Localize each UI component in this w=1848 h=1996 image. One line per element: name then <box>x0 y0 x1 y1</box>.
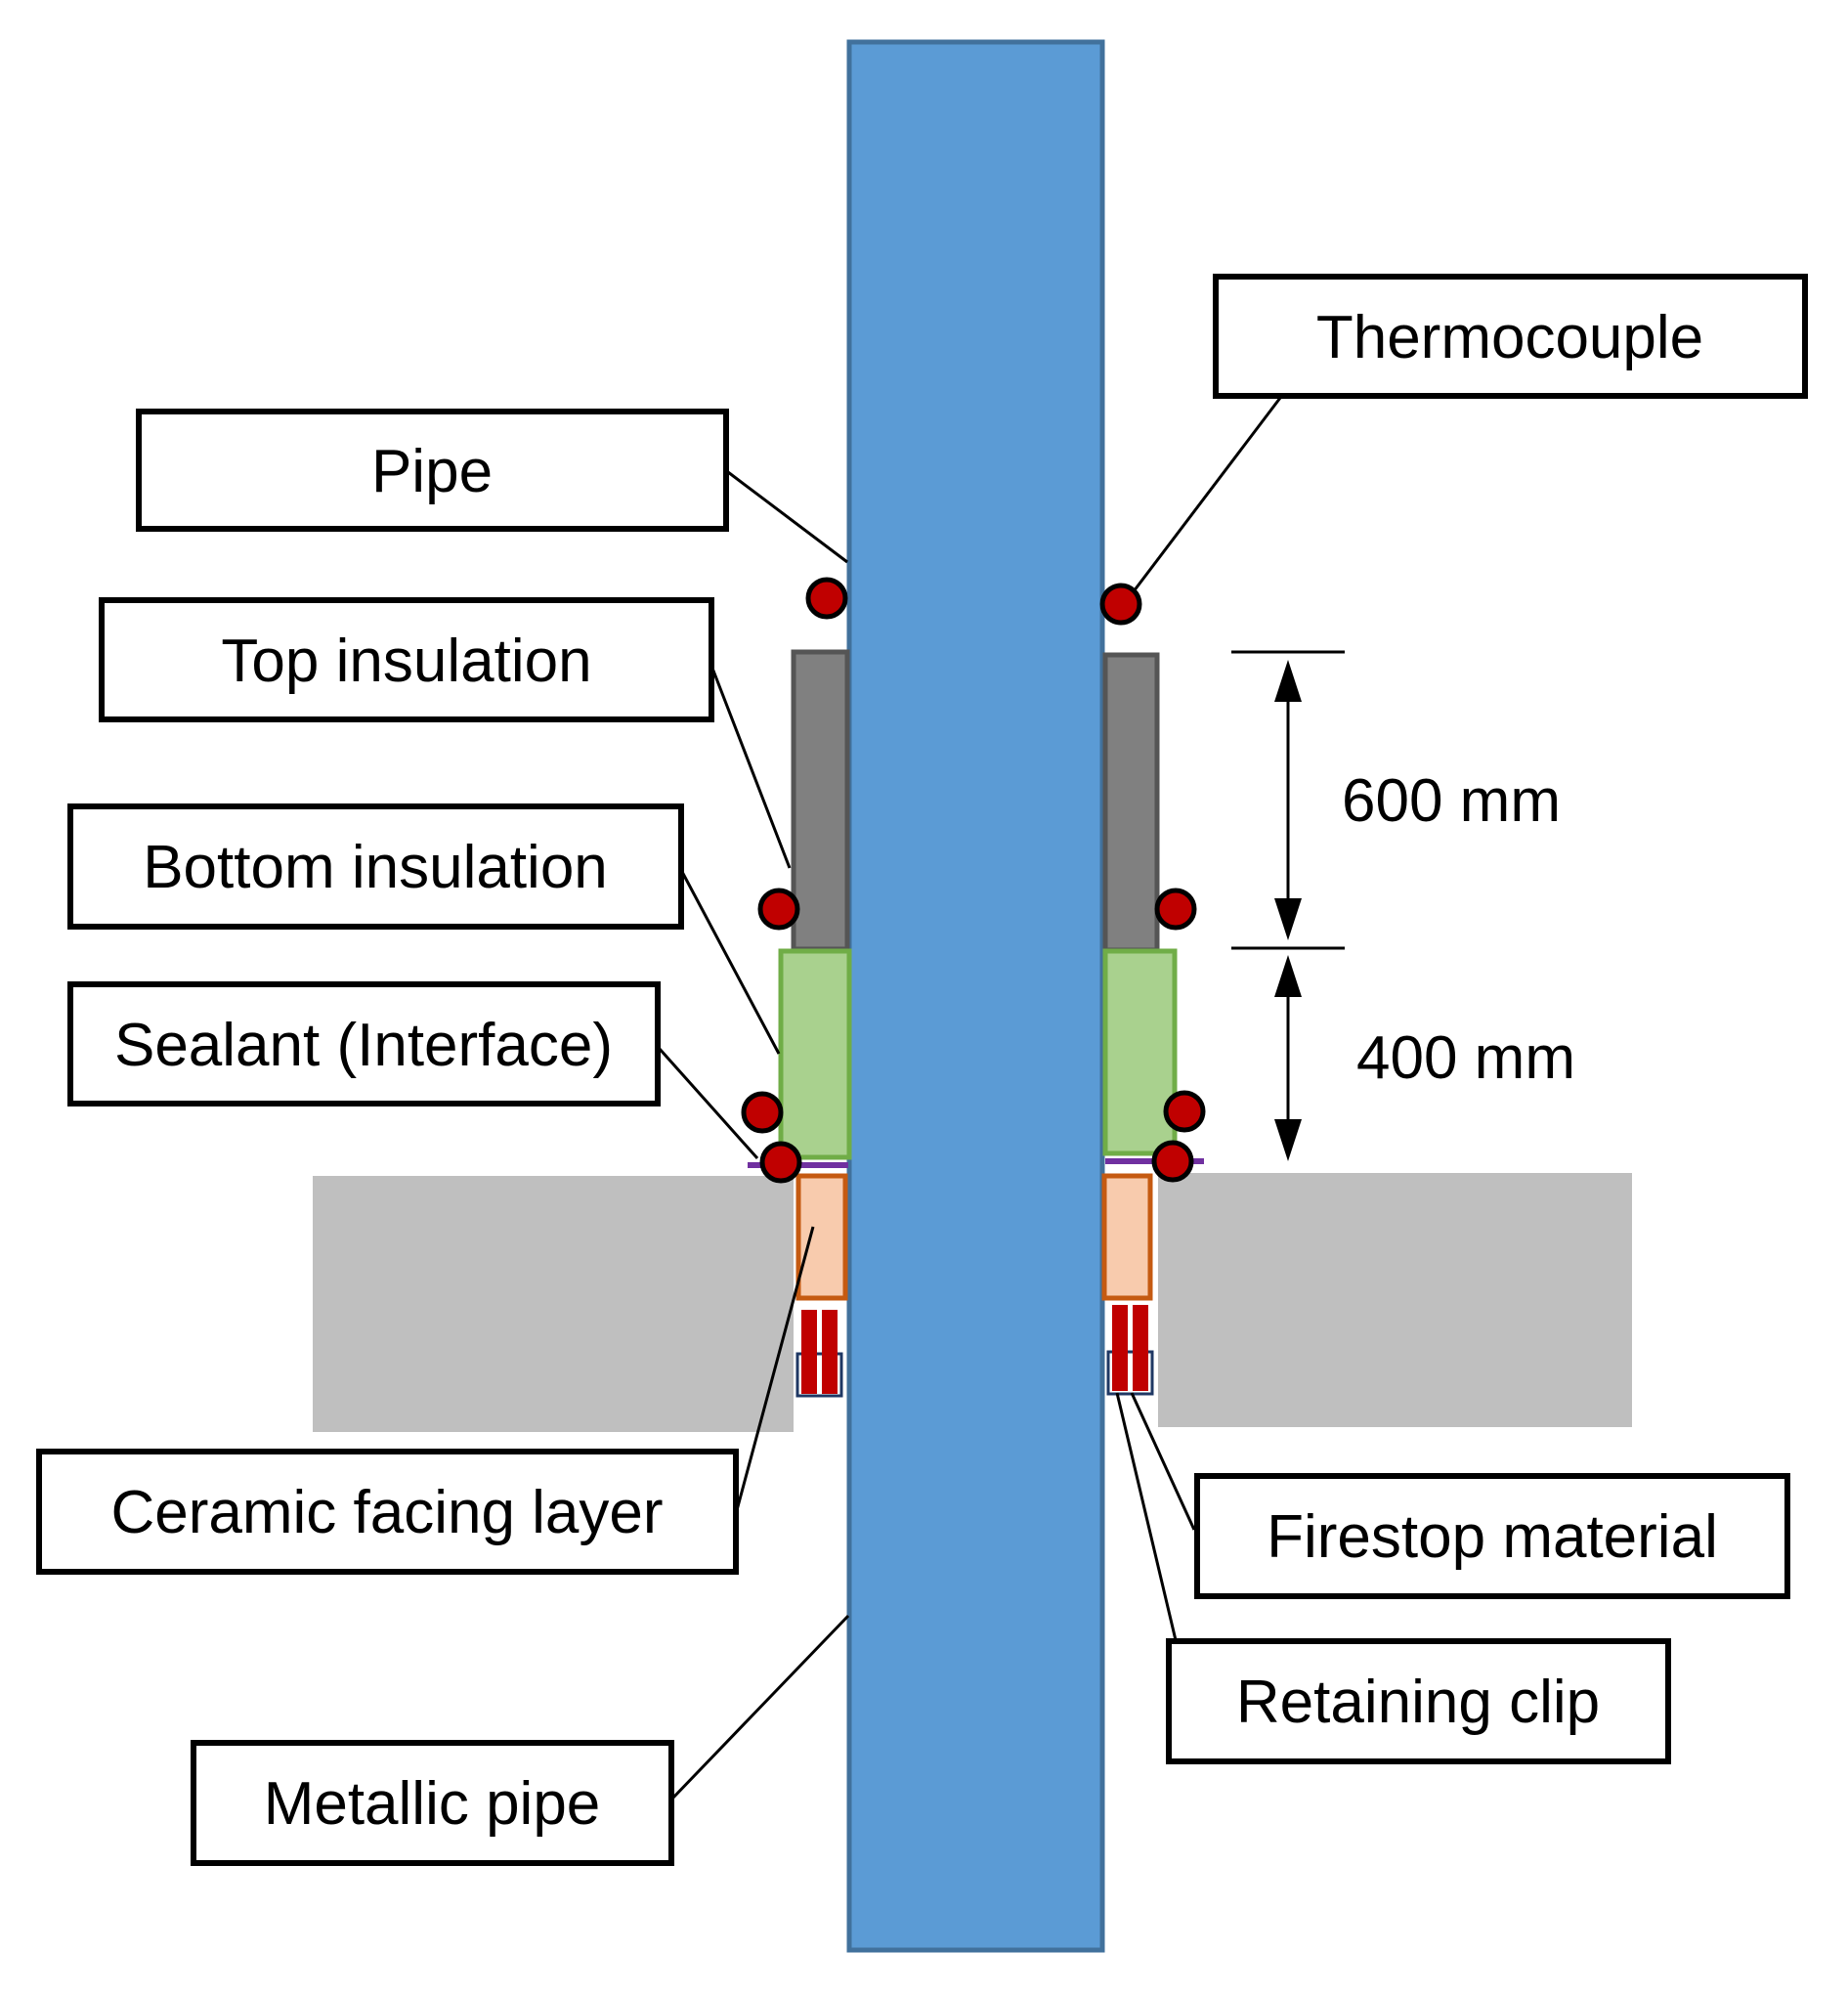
wall-left <box>313 1176 794 1432</box>
svg-text:Sealant (Interface): Sealant (Interface) <box>114 1012 613 1079</box>
thermocouple-8 <box>1151 1140 1194 1183</box>
thermocouples <box>741 577 1206 1184</box>
bottom-insulation-left <box>778 948 852 1160</box>
dimension-600-label: 600 mm <box>1342 767 1561 835</box>
label-metallic-pipe: Metallic pipe <box>191 1740 674 1866</box>
svg-text:Pipe: Pipe <box>371 438 493 505</box>
label-retaining-clip: Retaining clip <box>1166 1638 1671 1764</box>
thermocouple-5 <box>741 1091 784 1134</box>
metallic-pipe-body <box>846 39 1105 1953</box>
thermocouple-4 <box>1154 888 1197 931</box>
leader-lines <box>657 397 1282 1801</box>
arrow-up-icon <box>1274 660 1302 702</box>
firestop-left-2 <box>822 1310 838 1394</box>
svg-text:Firestop material: Firestop material <box>1267 1503 1718 1571</box>
svg-text:Thermocouple: Thermocouple <box>1316 304 1703 371</box>
top-insulation-left <box>791 649 850 952</box>
thermocouple-3 <box>757 888 800 931</box>
arrow-down-icon <box>1274 1119 1302 1161</box>
svg-text:Bottom insulation: Bottom insulation <box>143 834 608 901</box>
label-firestop-material: Firestop material <box>1194 1473 1790 1599</box>
label-sealant: Sealant (Interface) <box>67 981 661 1106</box>
thermocouple-2 <box>1099 583 1142 626</box>
arrow-down-icon <box>1274 898 1302 940</box>
label-pipe: Pipe <box>136 409 729 532</box>
firestop-right-1 <box>1112 1305 1128 1391</box>
arrow-up-icon <box>1274 955 1302 997</box>
label-ceramic-facing: Ceramic facing layer <box>36 1449 739 1575</box>
bottom-insulation-right <box>1102 948 1178 1156</box>
wall-right <box>1158 1173 1632 1427</box>
thermocouple-7 <box>759 1141 802 1184</box>
firestop-left-1 <box>801 1310 817 1394</box>
svg-text:Ceramic facing layer: Ceramic facing layer <box>110 1479 663 1546</box>
svg-text:Top insulation: Top insulation <box>221 628 591 695</box>
thermocouple-6 <box>1163 1090 1206 1133</box>
top-insulation-right <box>1102 652 1160 953</box>
dimension-600: 600 mm <box>1231 650 1561 950</box>
svg-text:Metallic pipe: Metallic pipe <box>264 1770 601 1838</box>
label-bottom-insulation: Bottom insulation <box>67 803 684 930</box>
thermocouple-1 <box>805 577 848 620</box>
ceramic-layer-right <box>1101 1173 1153 1301</box>
dimension-400: 400 mm <box>1274 955 1575 1161</box>
label-top-insulation: Top insulation <box>99 597 714 722</box>
label-thermocouple: Thermocouple <box>1213 274 1808 399</box>
dimension-400-label: 400 mm <box>1356 1024 1575 1092</box>
ceramic-layer-left <box>795 1173 848 1301</box>
firestop-right-2 <box>1133 1305 1148 1391</box>
svg-text:Retaining clip: Retaining clip <box>1236 1669 1600 1736</box>
